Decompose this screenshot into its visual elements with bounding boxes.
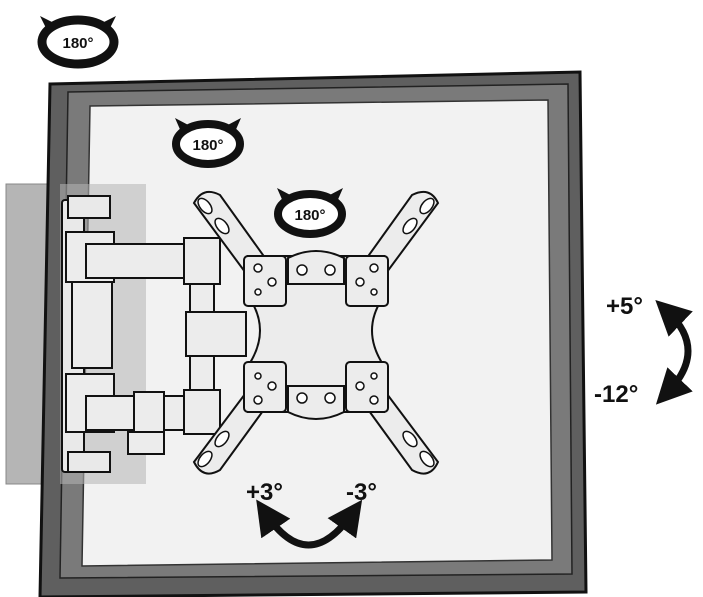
swivel-left-label: +3° (246, 479, 283, 506)
upper-arm (65, 231, 221, 285)
rotation-label-plate: 180° (294, 207, 325, 224)
lower-arm (65, 373, 221, 455)
tilt-up-label: +5° (606, 293, 643, 320)
vesa-holes (197, 197, 435, 468)
rotation-badge-plate: 180° (274, 188, 346, 238)
tilt-arrow (655, 299, 693, 405)
rotation-label-corner: 180° (62, 35, 93, 52)
screws (253, 263, 379, 405)
middle-column (71, 281, 247, 395)
tilt-down-label: -12° (594, 381, 638, 408)
swivel-arrow (256, 499, 363, 549)
rotation-badge-tv: 180° (172, 118, 244, 168)
swivel-right-label: -3° (346, 479, 377, 506)
rotation-badge-corner: 180° (37, 15, 119, 69)
rotation-label-tv: 180° (192, 137, 223, 154)
